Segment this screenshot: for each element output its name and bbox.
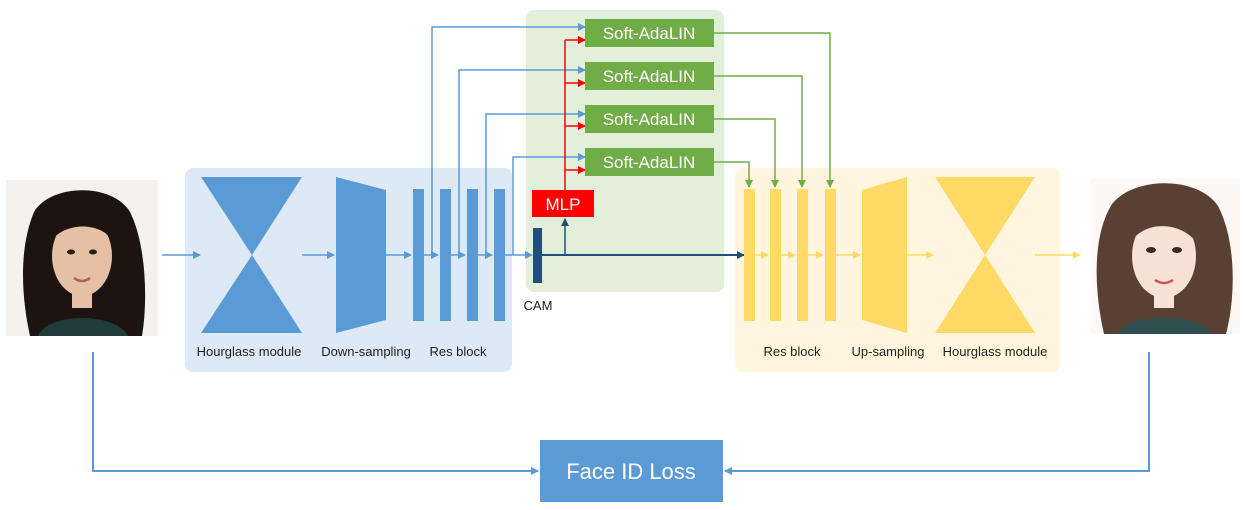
encoder-resblock-bar: [494, 189, 505, 321]
soft-adalin-box-2: [585, 62, 714, 90]
decoder-resblock-bar: [825, 189, 836, 321]
encoder-resblock-bar: [413, 189, 424, 321]
decoder-hourglass-label: Hourglass module: [943, 344, 1048, 359]
face-id-loss-box: [540, 440, 723, 502]
mlp-to-adalin-arrows: [564, 36, 586, 190]
face-id-loss-label: Face ID Loss: [566, 459, 696, 484]
decoder-hourglass-shape: [935, 177, 1035, 333]
encoder-hourglass-shape: [201, 177, 302, 333]
decoder-resblock-bar: [797, 189, 808, 321]
upsampling-shape: [862, 177, 907, 333]
input-photo: [6, 180, 158, 336]
encoder-resblock-bar: [440, 189, 451, 321]
soft-adalin-label-1: Soft-AdaLIN: [603, 24, 696, 43]
mlp-label: MLP: [546, 195, 581, 214]
cam-block: [533, 228, 542, 283]
soft-adalin-box-4: [585, 148, 714, 176]
encoder-resblock-bar: [467, 189, 478, 321]
input-to-loss-arrow: [92, 352, 539, 475]
decoder-resblock-label: Res block: [763, 344, 821, 359]
downsampling-label: Down-sampling: [321, 344, 411, 359]
mlp-block: [532, 190, 594, 217]
decoder-resblock-bar: [744, 189, 755, 321]
encoder-to-adalin-arrows: [431, 23, 586, 255]
encoder-hourglass-label: Hourglass module: [197, 344, 302, 359]
cam-label: CAM: [524, 298, 553, 313]
soft-adalin-label-2: Soft-AdaLIN: [603, 67, 696, 86]
soft-adalin-box-3: [585, 105, 714, 133]
encoder-resblock-label: Res block: [429, 344, 487, 359]
soft-adalin-label-4: Soft-AdaLIN: [603, 153, 696, 172]
adalin-to-decoder-arrows: [714, 32, 834, 188]
upsampling-label: Up-sampling: [852, 344, 925, 359]
decoder-resblock-bar: [770, 189, 781, 321]
output-to-loss-arrow: [724, 352, 1150, 475]
soft-adalin-box-1: [585, 19, 714, 47]
output-cartoon: [1090, 178, 1240, 334]
soft-adalin-label-3: Soft-AdaLIN: [603, 110, 696, 129]
downsampling-shape: [336, 177, 386, 333]
